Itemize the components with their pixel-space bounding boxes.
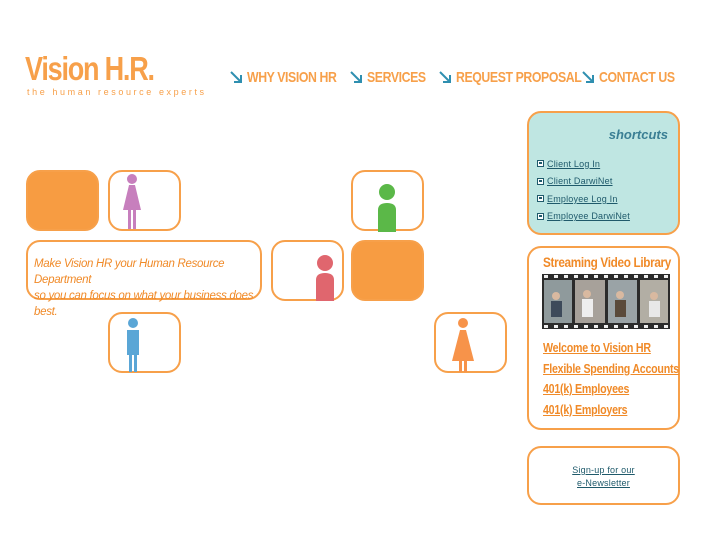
shortcut-label: Employee Log In — [547, 193, 618, 204]
logo[interactable]: Vision H.R. — [25, 50, 155, 87]
person-figure-icon — [378, 184, 396, 232]
logo-tagline: the human resource experts — [27, 87, 207, 97]
filmstrip-image[interactable] — [542, 274, 670, 329]
shortcuts-list: Client Log In Client DarwiNet Employee L… — [537, 155, 630, 225]
newsletter-panel: Sign-up for our e-Newsletter — [527, 446, 680, 505]
video-link-welcome[interactable]: Welcome to Vision HR — [543, 340, 651, 355]
window-icon — [537, 212, 544, 220]
shortcut-client-darwinet[interactable]: Client DarwiNet — [537, 173, 630, 191]
shortcut-label: Client Log In — [547, 158, 601, 169]
shortcut-label: Employee DarwiNet — [547, 211, 630, 222]
person-tile-blue — [108, 312, 181, 373]
arrow-down-right-icon — [439, 71, 451, 83]
video-library-panel: Streaming Video Library Welcome to Visio… — [527, 246, 680, 430]
window-icon — [537, 160, 544, 168]
window-icon — [537, 195, 544, 203]
nav-why-vision-hr[interactable]: WHY VISION HR — [230, 69, 356, 86]
person-tile-green — [351, 170, 424, 232]
arrow-down-right-icon — [230, 71, 242, 83]
woman-figure-icon — [452, 318, 474, 372]
person-tile-orange — [434, 312, 507, 373]
mission-line-2: so you can focus on what your business d… — [34, 290, 254, 318]
nav-label: SERVICES — [367, 69, 426, 86]
nav-label: REQUEST PROPOSAL — [456, 69, 582, 86]
shortcut-label: Client DarwiNet — [547, 176, 613, 187]
video-link-401k-employers[interactable]: 401(k) Employers — [543, 401, 628, 417]
window-icon — [537, 177, 544, 185]
video-links: Welcome to Vision HR Flexible Spending A… — [543, 340, 709, 422]
nav-label: WHY VISION HR — [247, 69, 337, 86]
shortcut-employee-log-in[interactable]: Employee Log In — [537, 190, 630, 208]
mission-statement: Make Vision HR your Human Resource Depar… — [26, 240, 262, 318]
woman-figure-icon — [123, 174, 141, 229]
shortcuts-panel: shortcuts Client Log In Client DarwiNet … — [527, 111, 680, 235]
video-link-flexible-spending[interactable]: Flexible Spending Accounts — [543, 360, 679, 376]
newsletter-signup-link[interactable]: Sign-up for our — [572, 465, 635, 475]
person-figure-icon — [316, 255, 334, 301]
shortcuts-title: shortcuts — [608, 127, 668, 142]
nav-label: CONTACT US — [599, 69, 675, 86]
mission-line-1: Make Vision HR your Human Resource Depar… — [34, 258, 225, 286]
arrow-down-right-icon — [582, 71, 594, 83]
man-figure-icon — [127, 318, 139, 372]
person-tile-red — [271, 240, 344, 301]
video-library-title: Streaming Video Library — [543, 254, 671, 270]
shortcut-client-log-in[interactable]: Client Log In — [537, 155, 630, 173]
nav-request-proposal[interactable]: REQUEST PROPOSAL — [439, 69, 609, 86]
orange-tile — [26, 170, 99, 231]
nav-services[interactable]: SERVICES — [350, 69, 439, 86]
video-link-401k-employees[interactable]: 401(k) Employees — [543, 381, 630, 396]
orange-tile — [351, 240, 424, 301]
nav-contact-us[interactable]: CONTACT US — [582, 69, 691, 86]
person-tile-purple — [108, 170, 181, 231]
arrow-down-right-icon — [350, 71, 362, 83]
newsletter-signup-link-line2[interactable]: e-Newsletter — [577, 478, 630, 488]
shortcut-employee-darwinet[interactable]: Employee DarwiNet — [537, 208, 630, 226]
